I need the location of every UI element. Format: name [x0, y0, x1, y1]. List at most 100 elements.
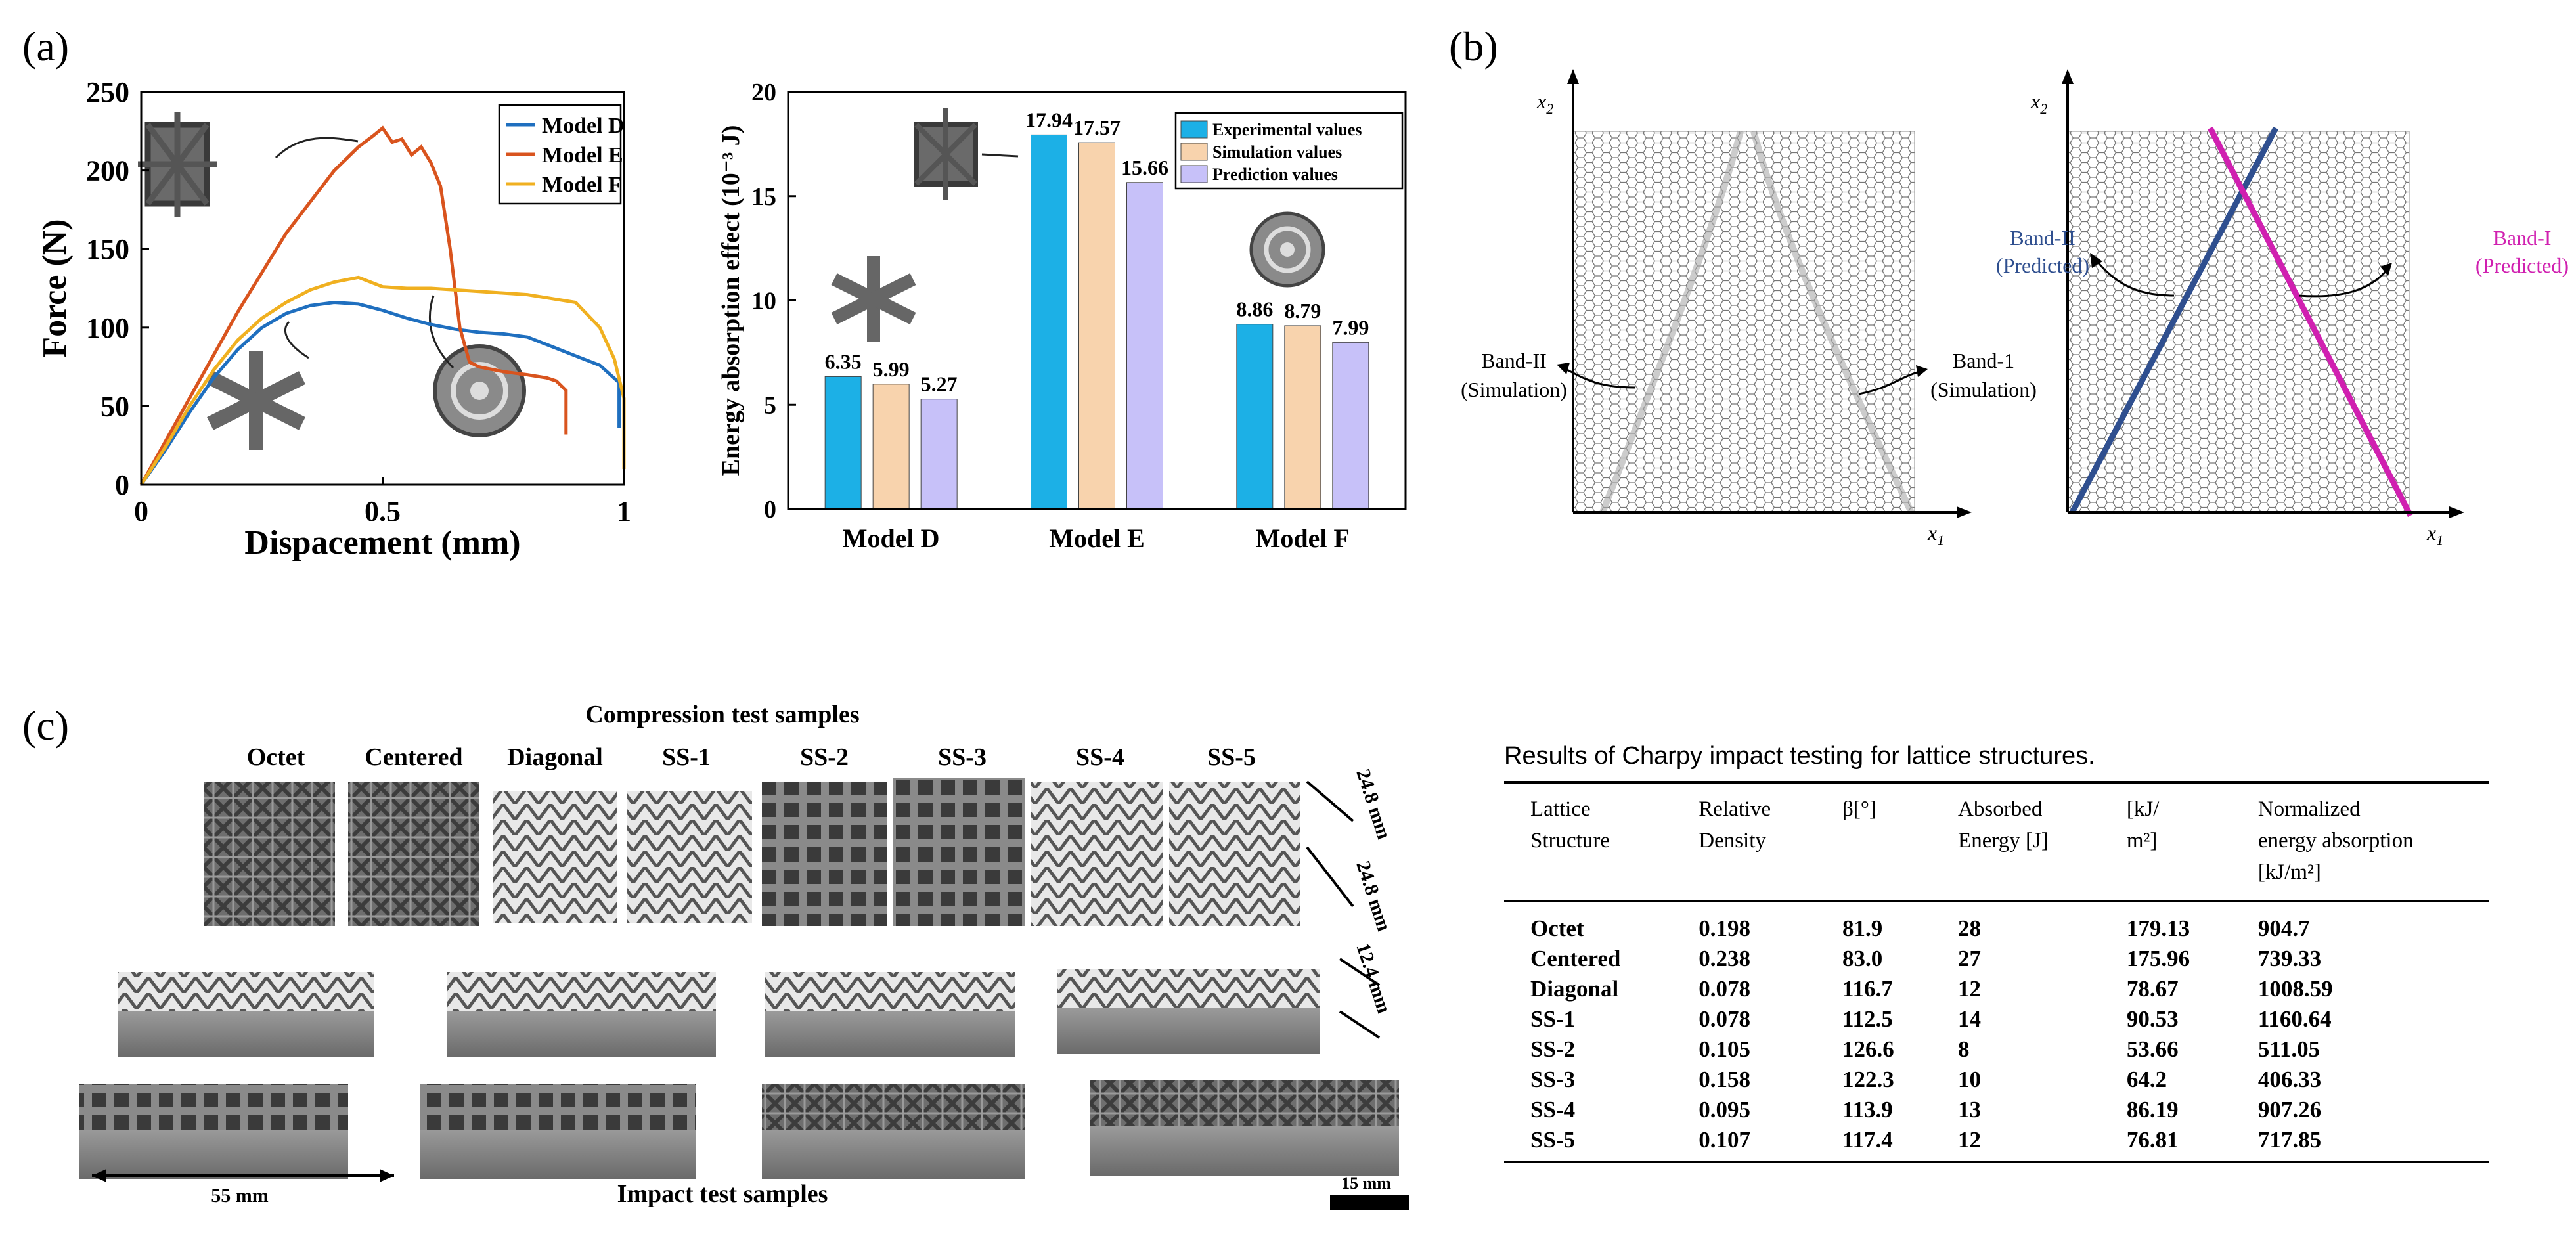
- bar-value-label: 15.66: [1121, 156, 1168, 179]
- table-cell: 12: [1958, 975, 1982, 1002]
- bar: [872, 384, 910, 510]
- x-tick-label: Model D: [843, 523, 940, 553]
- bar: [1078, 142, 1115, 510]
- legend-box: [1174, 112, 1404, 190]
- x-axis-label: Dispacement (mm): [244, 524, 520, 562]
- table-cell: 0.105: [1699, 1036, 1750, 1062]
- table-cell: 126.6: [1842, 1036, 1894, 1062]
- sample-label: SS-5: [1207, 743, 1256, 771]
- y-tick-label: 150: [86, 233, 129, 265]
- table-cell: 175.96: [2126, 945, 2190, 971]
- table-cell: 10: [1958, 1066, 1982, 1092]
- length-dimension-label: 55 mm: [211, 1185, 268, 1207]
- y-tick-label: 0: [115, 469, 129, 501]
- y-tick-label: 5: [764, 391, 776, 419]
- bar: [1236, 324, 1274, 510]
- table-cell: 116.7: [1842, 975, 1893, 1002]
- y-tick-label: 20: [751, 79, 776, 106]
- sample-label: SS-3: [938, 743, 987, 771]
- band-i-predicted-label: Band-I: [2493, 226, 2552, 250]
- table-cell: 0.078: [1699, 1006, 1750, 1032]
- table-cell: 406.33: [2257, 1066, 2322, 1092]
- bar: [1031, 134, 1067, 510]
- legend-label: Experimental values: [1212, 120, 1362, 139]
- bar: [1126, 182, 1163, 510]
- y-tick-label: 250: [86, 76, 129, 108]
- table-cell: 81.9: [1842, 915, 1883, 941]
- legend-label: Model D: [542, 114, 625, 138]
- table-cell: 90.53: [2126, 1006, 2179, 1032]
- table-cell: 122.3: [1842, 1066, 1894, 1092]
- y-tick-label: 100: [86, 312, 129, 344]
- table-cell: 739.33: [2257, 945, 2322, 971]
- table-row: SS-3 0.158 122.3 10 64.2 406.33: [1504, 1065, 2489, 1095]
- table-cell: 53.66: [2126, 1036, 2179, 1062]
- legend-label: Prediction values: [1212, 165, 1338, 184]
- x-tick-label: Model F: [1256, 523, 1350, 553]
- legend-label: Model E: [542, 143, 623, 167]
- table-cell: 717.85: [2257, 1126, 2322, 1153]
- bar-value-label: 6.35: [825, 349, 862, 373]
- band-ii-predicted-label: Band-II: [2010, 226, 2076, 250]
- y-tick-label: 50: [100, 390, 129, 422]
- bar-value-label: 8.86: [1236, 298, 1273, 321]
- y-tick-label: 15: [751, 183, 776, 211]
- table-cell: 511.05: [2257, 1036, 2321, 1062]
- band-ii-predicted-sub: (Predicted): [1996, 254, 2089, 277]
- band-i-predicted-line: [2208, 126, 2413, 518]
- y-tick-label: 10: [751, 288, 776, 315]
- series-line-model-d: [139, 300, 621, 486]
- table-cell: 0.158: [1699, 1066, 1750, 1092]
- table-cell: Diagonal: [1530, 975, 1619, 1002]
- table-cell: 83.0: [1842, 945, 1883, 971]
- impact-title: Impact test samples: [617, 1180, 828, 1208]
- bar: [1332, 342, 1369, 510]
- bar: [1284, 325, 1321, 510]
- axis-x2-label-right: x2: [2030, 89, 2047, 117]
- y-tick-label: 0: [764, 496, 776, 523]
- table-cell: 904.7: [2257, 915, 2310, 941]
- table-cell: SS-5: [1530, 1126, 1576, 1153]
- table-header-cell: [kJ/m²]: [2126, 797, 2160, 852]
- y-axis-label: Energy absorption effect (10⁻³ J): [717, 125, 745, 476]
- axis-x1-label: x1: [1927, 521, 1944, 548]
- table-cell: 27: [1958, 945, 1982, 971]
- table-cell: 1160.64: [2257, 1006, 2332, 1032]
- bar: [920, 399, 958, 510]
- shear-band-diagrams: x2 x1 Band-II (Simulation) Band-1 (Simul…: [1461, 69, 2569, 548]
- table-cell: SS-3: [1530, 1066, 1576, 1092]
- hex-lattice-icon-small: [1249, 211, 1325, 288]
- axis-x1-label-right: x1: [2426, 521, 2443, 548]
- scale-bar: [1330, 1195, 1409, 1210]
- bar-value-label: 5.99: [873, 357, 910, 381]
- table-cell: 64.2: [2126, 1066, 2167, 1092]
- table-cell: 0.095: [1699, 1096, 1750, 1122]
- band-1-simulation-sub: (Simulation): [1930, 378, 2037, 401]
- sample-label: Diagonal: [507, 743, 603, 771]
- sample-label: SS-2: [800, 743, 849, 771]
- compression-title: Compression test samples: [585, 701, 859, 728]
- x-tick-label: 0.5: [365, 495, 401, 527]
- bar-value-label: 17.57: [1073, 116, 1121, 139]
- table-cell: 117.4: [1842, 1126, 1893, 1153]
- series-line-model-f: [139, 275, 626, 486]
- table-cell: Centered: [1530, 945, 1621, 971]
- band-ii-simulation-label: Band-II: [1481, 349, 1547, 372]
- table-cell: 13: [1958, 1096, 1982, 1122]
- band-1-simulation-label: Band-1: [1953, 349, 2014, 372]
- sample-label: SS-1: [662, 743, 711, 771]
- panel-label-c: (c): [22, 702, 70, 749]
- sample-label: Octet: [247, 743, 305, 771]
- impact-samples-row-1: [118, 969, 1320, 1057]
